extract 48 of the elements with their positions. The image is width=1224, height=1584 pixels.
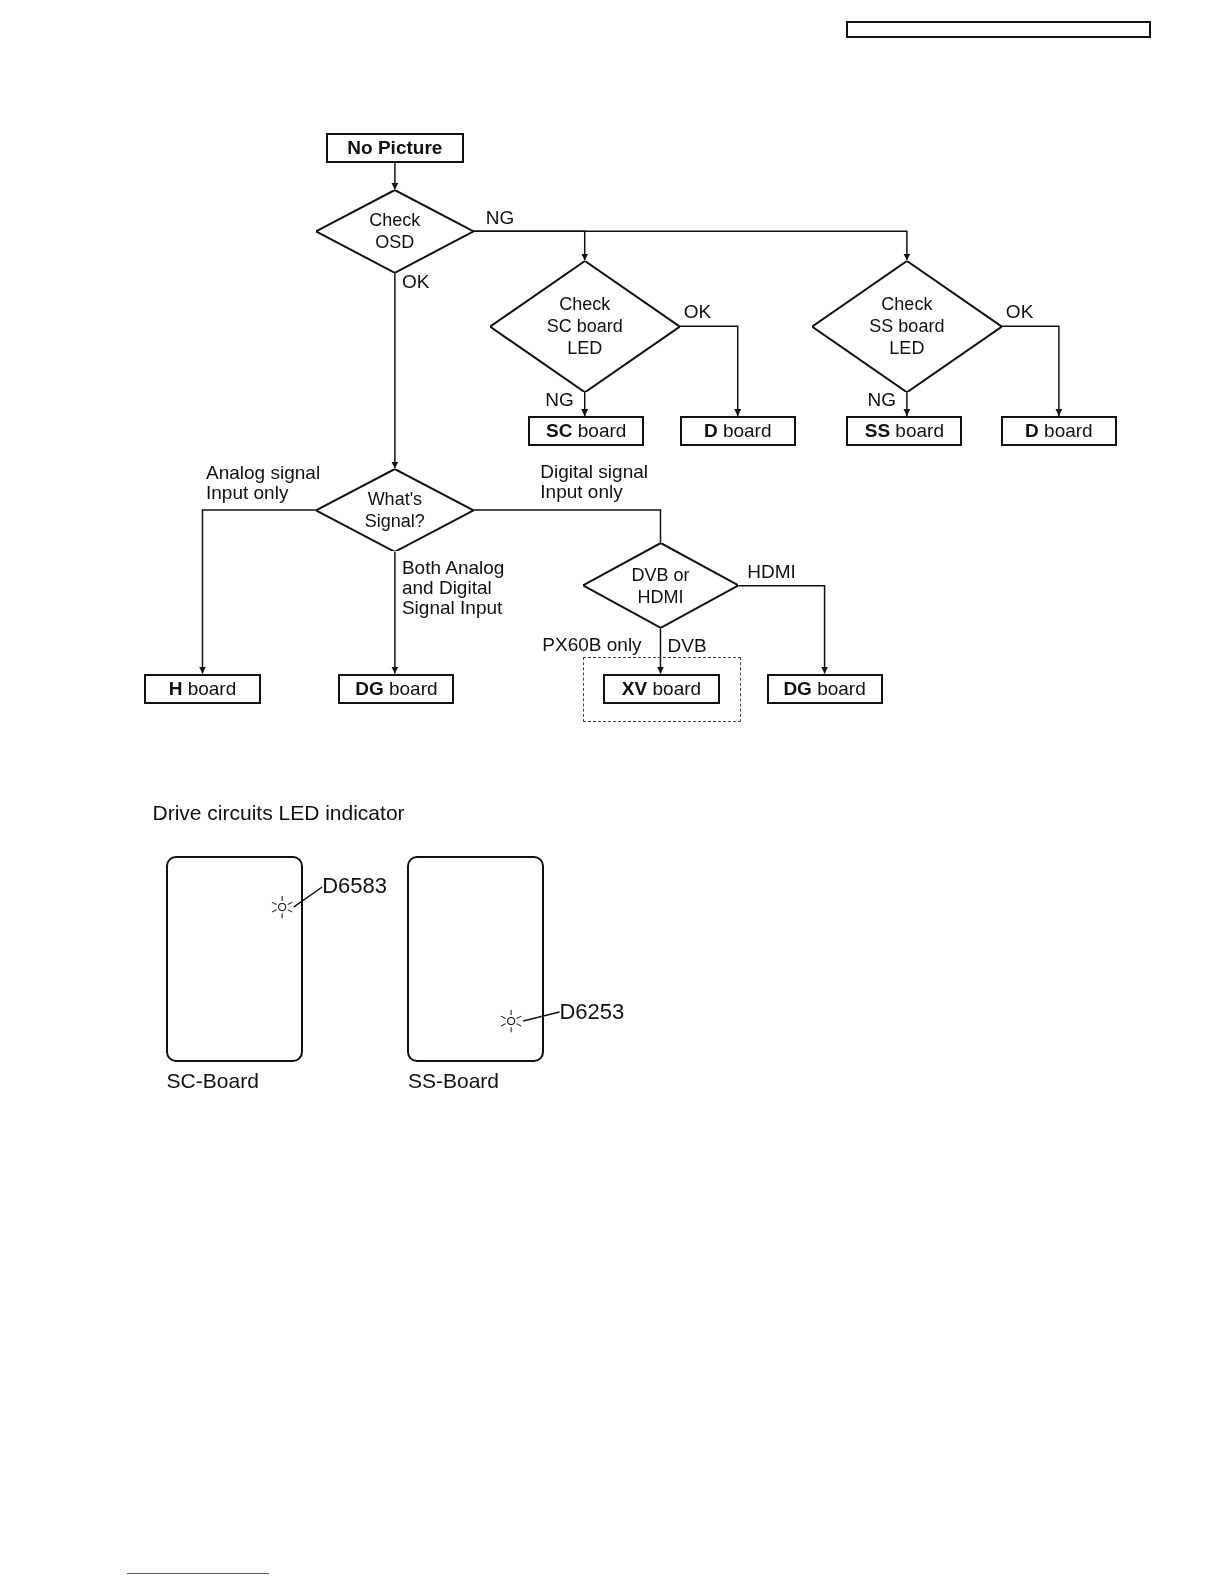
arrow [903,391,911,417]
decision-diamond [316,189,474,273]
decision-text: DVB or HDMI [630,563,691,608]
led-icon [269,894,294,919]
arrow [391,271,399,470]
decision-text: Check OSD [368,209,422,254]
arrow [678,325,742,417]
decision-text: Check SC board LED [545,293,624,360]
board-box [326,133,464,163]
arrow [657,627,664,675]
leader-line [522,1011,561,1022]
arrow [472,230,911,262]
section-heading: Drive circuits LED indicator [152,800,405,825]
board-box [338,673,455,704]
board-name: SS-Board [408,1069,500,1094]
board-box [679,416,796,447]
box-text: H board [168,677,237,700]
arrow [737,585,829,675]
board-box [602,673,721,704]
box-text: XV board [621,677,702,700]
box-text: No Picture [347,136,443,159]
leader-line [293,886,323,908]
board-box [1000,416,1117,447]
board-box [766,673,883,704]
arrow [1001,325,1063,417]
decision-diamond [582,543,739,629]
box-text: DG board [355,677,438,700]
connector-line [472,509,662,545]
box-text: SS board [864,420,944,443]
led-icon [498,1008,524,1034]
decision-diamond [489,260,680,392]
board-name: SC-Board [166,1069,259,1094]
arrow [391,550,399,675]
part-label: D6583 [322,872,395,899]
box-text: D board [703,420,772,443]
box-text: DG board [783,677,866,700]
part-label: D6253 [559,998,633,1026]
arrow [391,161,399,191]
decision-diamond [811,260,1002,392]
board-box [846,416,963,447]
box-text: D board [1025,420,1093,443]
arrow [581,391,589,417]
arrow [199,509,317,675]
box-text: SC board [546,420,627,443]
board-box [144,673,261,704]
decision-text: Check SS board LED [868,293,946,360]
board-box [528,416,645,447]
decision-text: What's Signal? [363,488,426,532]
